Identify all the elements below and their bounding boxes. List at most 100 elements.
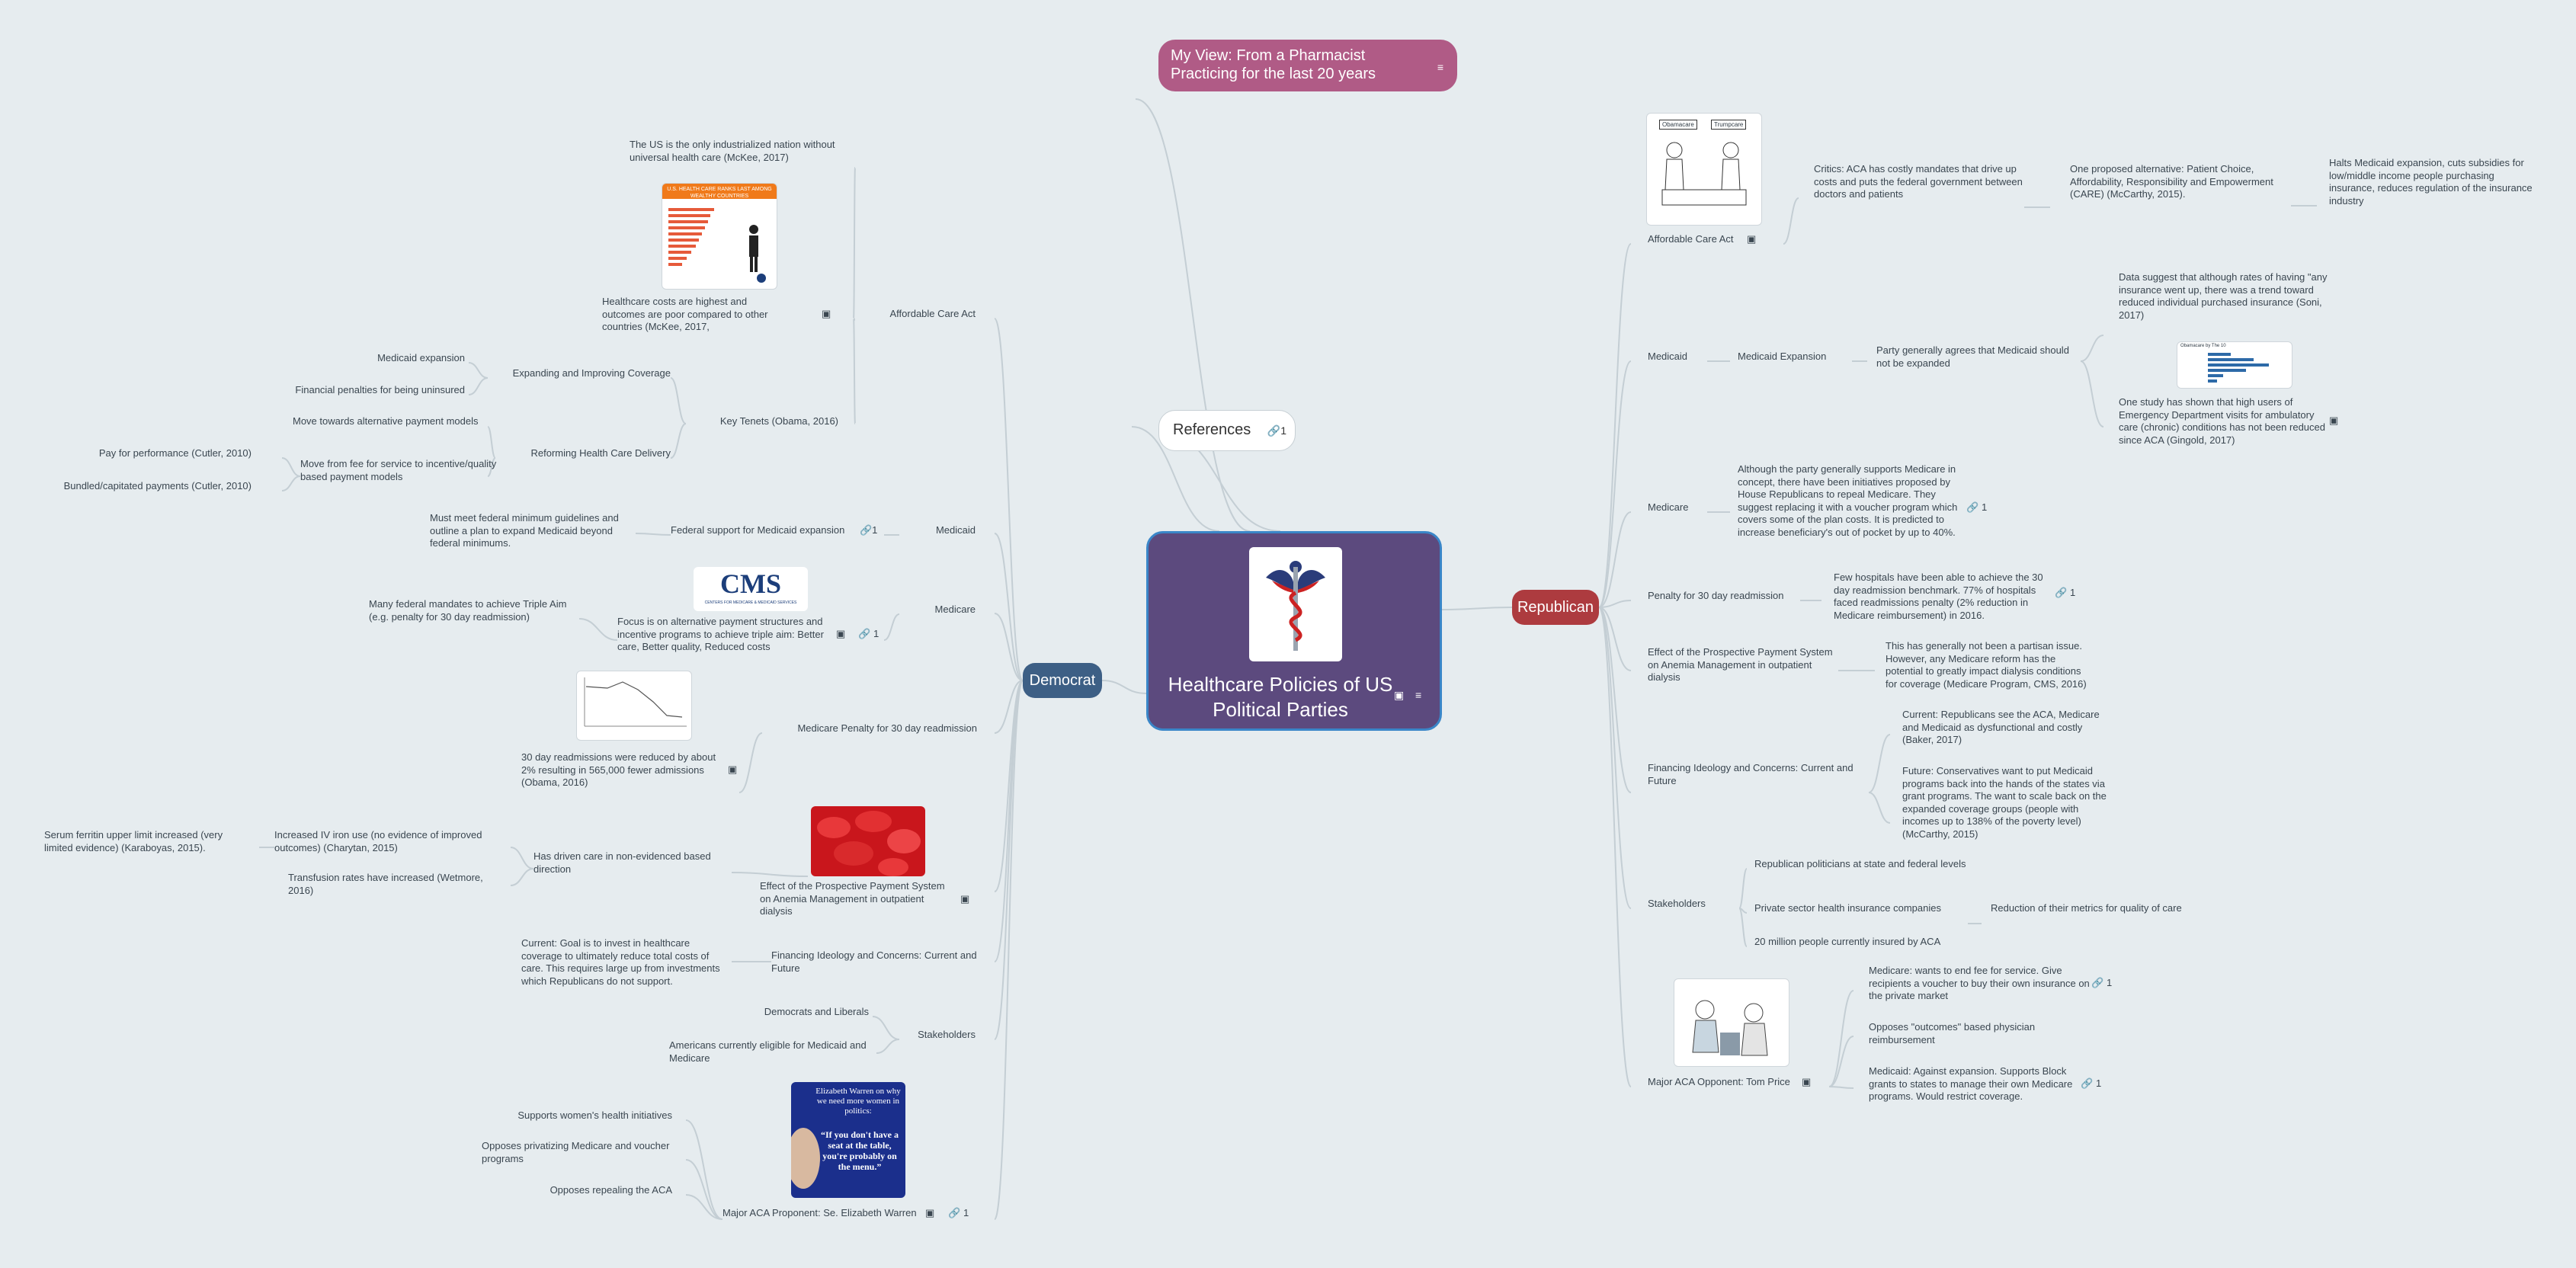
connector-line: [876, 1039, 900, 1054]
image-icon: ▣: [960, 893, 970, 905]
connector-line: [872, 1016, 900, 1040]
rep-opposes-outcomes[interactable]: Opposes "outcomes" based physician reimb…: [1869, 1021, 2036, 1045]
connector-line: [1598, 360, 1632, 608]
dem-stakeholders[interactable]: Stakeholders: [918, 1029, 976, 1040]
connector-line: [1598, 600, 1632, 608]
rep-critics[interactable]: Critics: ACA has costly mandates that dr…: [1814, 163, 2023, 200]
central-topic[interactable]: Healthcare Policies of US Political Part…: [1146, 531, 1442, 731]
rep-twenty-million[interactable]: 20 million people currently insured by A…: [1754, 936, 1941, 947]
rep-pps[interactable]: Effect of the Prospective Payment System…: [1648, 646, 1833, 683]
us-healthcare-infographic: U.S. HEALTH CARE RANKS LAST AMONG WEALTH…: [662, 183, 777, 290]
dem-many-mandates[interactable]: Many federal mandates to achieve Triple …: [369, 598, 567, 623]
rep-one-study[interactable]: One study has shown that high users of E…: [2119, 396, 2325, 446]
connector-line: [2080, 360, 2104, 427]
link-icon: 🔗: [859, 524, 873, 536]
dem-medicaid-expansion[interactable]: Medicaid expansion: [377, 352, 465, 363]
democrat-branch[interactable]: Democrat: [1023, 663, 1102, 698]
link-icon: 🔗: [858, 628, 871, 639]
rep-fin-current[interactable]: Current: Republicans see the ACA, Medica…: [1902, 709, 2100, 745]
rep-voucher[interactable]: Medicare: wants to end fee for service. …: [1869, 965, 2090, 1001]
notes-icon: ≡: [1415, 689, 1422, 701]
dem-dems-liberals[interactable]: Democrats and Liberals: [764, 1006, 869, 1017]
rep-care[interactable]: One proposed alternative: Patient Choice…: [2070, 163, 2273, 200]
dem-fed-support[interactable]: Federal support for Medicaid expansion 🔗…: [671, 524, 884, 537]
rep-fin-future[interactable]: Future: Conservatives want to put Medica…: [1902, 765, 2107, 840]
connector-line: [468, 362, 489, 379]
connector-line: [670, 423, 687, 459]
dem-opposes-privatizing[interactable]: Opposes privatizing Medicare and voucher…: [482, 1140, 670, 1164]
rep-stakeholders[interactable]: Stakeholders: [1648, 898, 1706, 909]
rep-medicaid-expansion[interactable]: Medicaid Expansion: [1738, 351, 1827, 362]
top-note-node[interactable]: My View: From a Pharmacist Practicing fo…: [1158, 40, 1457, 91]
dem-fed-support-label: Federal support for Medicaid expansion: [671, 524, 845, 536]
connector-line: [578, 618, 618, 641]
rep-aca[interactable]: Affordable Care Act: [1648, 233, 1734, 245]
rep-medicare[interactable]: Medicare: [1648, 501, 1689, 513]
image-icon: ▣: [822, 308, 831, 319]
dem-opposes-repealing[interactable]: Opposes repealing the ACA: [549, 1184, 672, 1196]
connector-line: [1598, 607, 1632, 793]
dem-focus[interactable]: Focus is on alternative payment structur…: [617, 616, 824, 652]
link-count: 1: [873, 628, 879, 639]
dem-reforming[interactable]: Reforming Health Care Delivery: [530, 447, 671, 459]
warren-caption-1: Elizabeth Warren on why we need more wom…: [815, 1087, 901, 1116]
dem-womens[interactable]: Supports women's health initiatives: [517, 1110, 672, 1121]
central-title: Healthcare Policies of US Political Part…: [1168, 673, 1393, 721]
rep-party-agrees[interactable]: Party generally agrees that Medicaid sho…: [1876, 344, 2069, 369]
rep-private-sector[interactable]: Private sector health insurance companie…: [1754, 902, 1941, 914]
connector-line: [994, 533, 1024, 681]
connector-line: [1738, 908, 1748, 947]
dem-americans-eligible[interactable]: Americans currently eligible for Medicai…: [669, 1039, 867, 1064]
rep-nonpartisan[interactable]: This has generally not been a partisan i…: [1886, 640, 2087, 690]
connector-line: [685, 1159, 723, 1220]
rep-financing[interactable]: Financing Ideology and Concerns: Current…: [1648, 762, 1854, 786]
dem-alt-payment[interactable]: Move towards alternative payment models: [293, 415, 479, 427]
link-icon: 🔗: [1966, 501, 1979, 513]
rep-penalty[interactable]: Penalty for 30 day readmission: [1648, 590, 1784, 601]
dem-fee-for-service[interactable]: Move from fee for service to incentive/q…: [300, 458, 497, 482]
dem-pay-performance[interactable]: Pay for performance (Cutler, 2010): [98, 447, 252, 459]
dem-transfusion[interactable]: Transfusion rates have increased (Wetmor…: [288, 872, 483, 896]
dem-financial-penalties[interactable]: Financial penalties for being uninsured: [295, 384, 465, 395]
dem-aca[interactable]: Affordable Care Act: [889, 308, 976, 319]
rep-block-grants[interactable]: Medicaid: Against expansion. Supports Bl…: [1869, 1065, 2073, 1102]
dem-proponent[interactable]: Major ACA Proponent: Se. Elizabeth Warre…: [722, 1207, 917, 1218]
link-count: 1: [2107, 977, 2113, 988]
dem-key-tenets[interactable]: Key Tenets (Obama, 2016): [719, 415, 838, 427]
link-icon: 🔗: [2055, 587, 2068, 598]
dem-expanding[interactable]: Expanding and Improving Coverage: [512, 367, 671, 379]
dem-financing[interactable]: Financing Ideology and Concerns: Current…: [771, 949, 977, 974]
rep-medicaid[interactable]: Medicaid: [1648, 351, 1688, 362]
dem-readmissions[interactable]: 30 day readmissions were reduced by abou…: [521, 751, 716, 788]
dem-current[interactable]: Current: Goal is to invest in healthcare…: [521, 937, 720, 987]
rep-halts[interactable]: Halts Medicaid expansion, cuts subsidies…: [2329, 157, 2533, 207]
warren-caption-2: “If you don't have a seat at the table, …: [820, 1129, 899, 1172]
rep-reduction[interactable]: Reduction of their metrics for quality o…: [1991, 902, 2182, 914]
dem-medicare[interactable]: Medicare: [934, 604, 976, 615]
rep-data-suggest[interactable]: Data suggest that although rates of havi…: [2119, 271, 2328, 321]
connector-line: [1101, 680, 1147, 694]
dem-must-meet[interactable]: Must meet federal minimum guidelines and…: [430, 512, 619, 549]
rep-opponent[interactable]: Major ACA Opponent: Tom Price: [1648, 1076, 1790, 1087]
references-node[interactable]: References 🔗1: [1158, 410, 1296, 451]
connector-line: [994, 318, 1024, 681]
connector-line: [1828, 990, 1854, 1087]
dem-penalty[interactable]: Medicare Penalty for 30 day readmission: [797, 722, 977, 734]
rep-few-hospitals[interactable]: Few hospitals have been able to achieve …: [1834, 572, 2043, 621]
rep-rep-politicians[interactable]: Republican politicians at state and fede…: [1754, 858, 1966, 869]
dem-pps[interactable]: Effect of the Prospective Payment System…: [760, 880, 945, 917]
rep-although[interactable]: Although the party generally supports Me…: [1738, 463, 1958, 538]
connector-line: [1868, 792, 1891, 824]
dem-aca-only-nation[interactable]: The US is the only industrialized nation…: [630, 139, 835, 163]
republican-branch[interactable]: Republican: [1512, 590, 1599, 625]
dem-bundled[interactable]: Bundled/capitated payments (Cutler, 2010…: [63, 480, 252, 492]
dem-ferritin[interactable]: Serum ferritin upper limit increased (ve…: [44, 829, 223, 853]
image-icon: ▣: [1747, 233, 1757, 245]
dem-iv-iron[interactable]: Increased IV iron use (no evidence of im…: [274, 829, 482, 853]
dem-medicaid[interactable]: Medicaid: [935, 524, 976, 536]
connector-line: [635, 533, 671, 536]
link-count: 1: [2070, 587, 2076, 598]
dem-aca-costs[interactable]: Healthcare costs are highest and outcome…: [602, 296, 768, 332]
connector-line: [883, 613, 900, 641]
dem-driven[interactable]: Has driven care in non-evidenced based d…: [533, 850, 711, 875]
